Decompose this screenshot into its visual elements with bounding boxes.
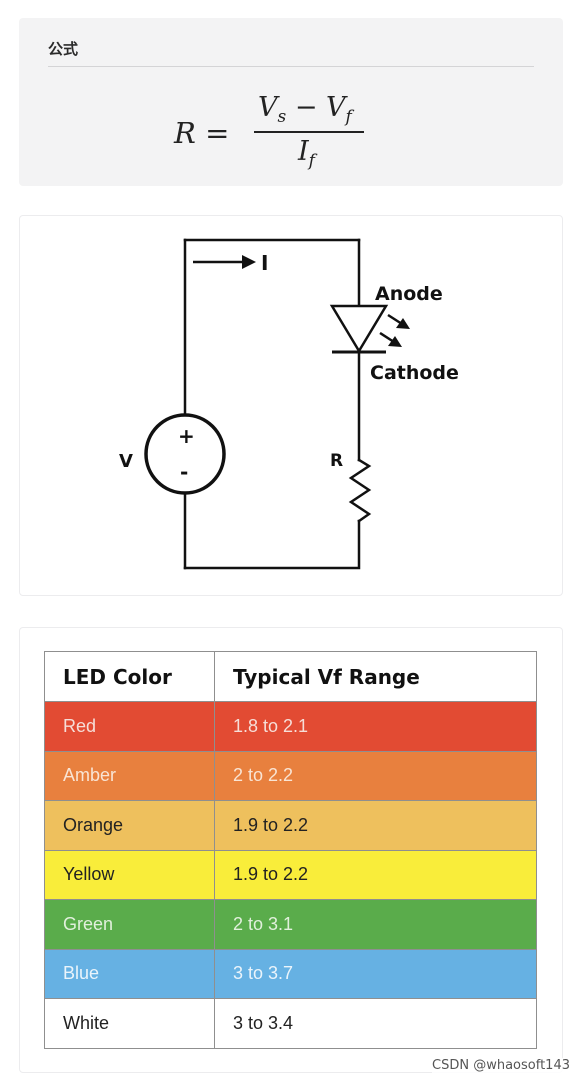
formula-divider [48, 66, 534, 67]
denominator-var-i: I [298, 136, 309, 167]
formula-denominator: If [298, 136, 315, 171]
formula-heading: 公式 [48, 40, 79, 58]
watermark: CSDN @whaosoft143 [432, 1058, 570, 1073]
cell-led-color: Yellow [44, 849, 215, 900]
numerator-sub-f: f [345, 107, 352, 127]
denominator-sub-f: f [308, 151, 315, 171]
source-minus-sign: - [180, 460, 188, 484]
resistor-zigzag [348, 458, 372, 523]
cell-vf-range: 2 to 3.1 [214, 899, 537, 950]
table-header-row: LED Color Typical Vf Range [44, 651, 537, 702]
resistor-label: R [330, 451, 343, 471]
formula-lhs: R = [174, 116, 229, 150]
formula-equals: = [205, 116, 230, 150]
fraction-bar [254, 131, 364, 133]
formula-lhs-var: R [174, 116, 196, 150]
numerator-var-vs: V [258, 92, 278, 123]
formula-card: 公式 R = Vs − Vf If [19, 18, 563, 186]
numerator-sub-s: s [277, 107, 287, 127]
formula-numerator: Vs − Vf [258, 92, 352, 127]
current-arrow-icon [193, 255, 256, 269]
cell-vf-range: 1.9 to 2.2 [214, 800, 537, 851]
cell-vf-range: 2 to 2.2 [214, 750, 537, 801]
formula-minus: − [294, 92, 318, 123]
numerator-var-vf: V [326, 92, 346, 123]
voltage-source-circle [144, 413, 226, 495]
cell-vf-range: 1.9 to 2.2 [214, 849, 537, 900]
cell-vf-range: 3 to 3.4 [214, 998, 537, 1049]
wire-bottom [183, 519, 361, 570]
light-emission-arrows-icon [379, 313, 410, 347]
led-diode-icon [329, 304, 389, 354]
cathode-label: Cathode [370, 362, 459, 384]
source-plus-sign: + [178, 424, 195, 448]
cell-led-color: Green [44, 899, 215, 950]
cell-led-color: Amber [44, 750, 215, 801]
cell-led-color: Red [44, 701, 215, 752]
source-voltage-label: V [119, 451, 133, 472]
cell-led-color: Blue [44, 948, 215, 999]
resistor-formula: R = Vs − Vf If [174, 90, 404, 180]
cell-vf-range: 3 to 3.7 [214, 948, 537, 999]
current-label: I [261, 251, 268, 275]
led-circuit-diagram: I Anode Cathode V + - R [119, 238, 459, 570]
cell-led-color: White [44, 998, 215, 1049]
column-header-vf-range: Typical Vf Range [214, 651, 537, 702]
cell-led-color: Orange [44, 800, 215, 851]
circuit-card: I Anode Cathode V + - R [19, 215, 563, 596]
cell-vf-range: 1.8 to 2.1 [214, 701, 537, 752]
column-header-led-color: LED Color [44, 651, 215, 702]
anode-label: Anode [375, 283, 443, 305]
